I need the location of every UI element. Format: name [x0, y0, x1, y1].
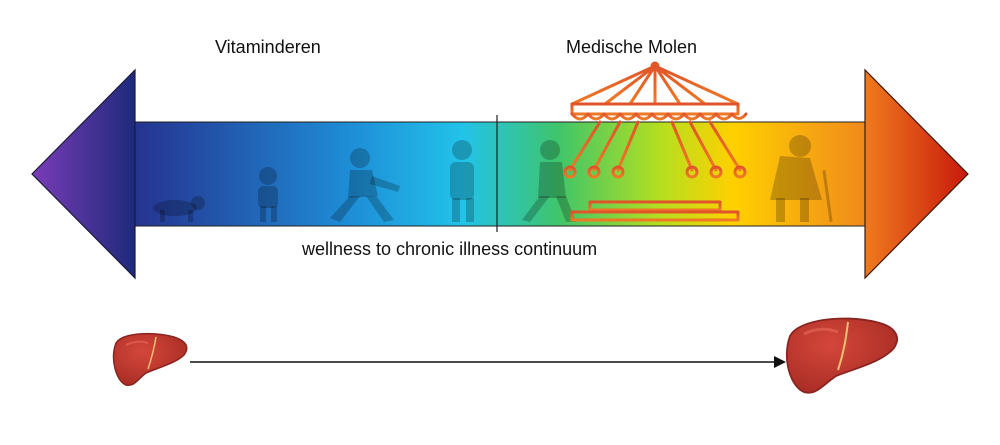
running-adult-figure — [330, 148, 400, 222]
elderly-figure-with-cane — [770, 135, 833, 223]
child-figure — [258, 167, 278, 222]
crawling-baby-figure — [153, 196, 205, 222]
medische-molen-heading: Medische Molen — [566, 37, 698, 57]
life-stage-figures — [153, 135, 833, 223]
healthy-liver-icon — [112, 332, 188, 387]
continuum-caption: wellness to chronic illness continuum — [302, 239, 598, 259]
vitaminderen-heading: Vitaminderen — [215, 37, 321, 57]
walking-adult-figure — [522, 140, 576, 222]
left-arrowhead — [31, 68, 136, 280]
carousel-icon — [563, 61, 748, 222]
diseased-liver-icon — [786, 317, 898, 394]
right-arrowhead — [864, 68, 969, 280]
continuum-band — [134, 121, 866, 227]
adult-figure — [450, 140, 474, 222]
liver-progression-arrow — [190, 356, 786, 368]
